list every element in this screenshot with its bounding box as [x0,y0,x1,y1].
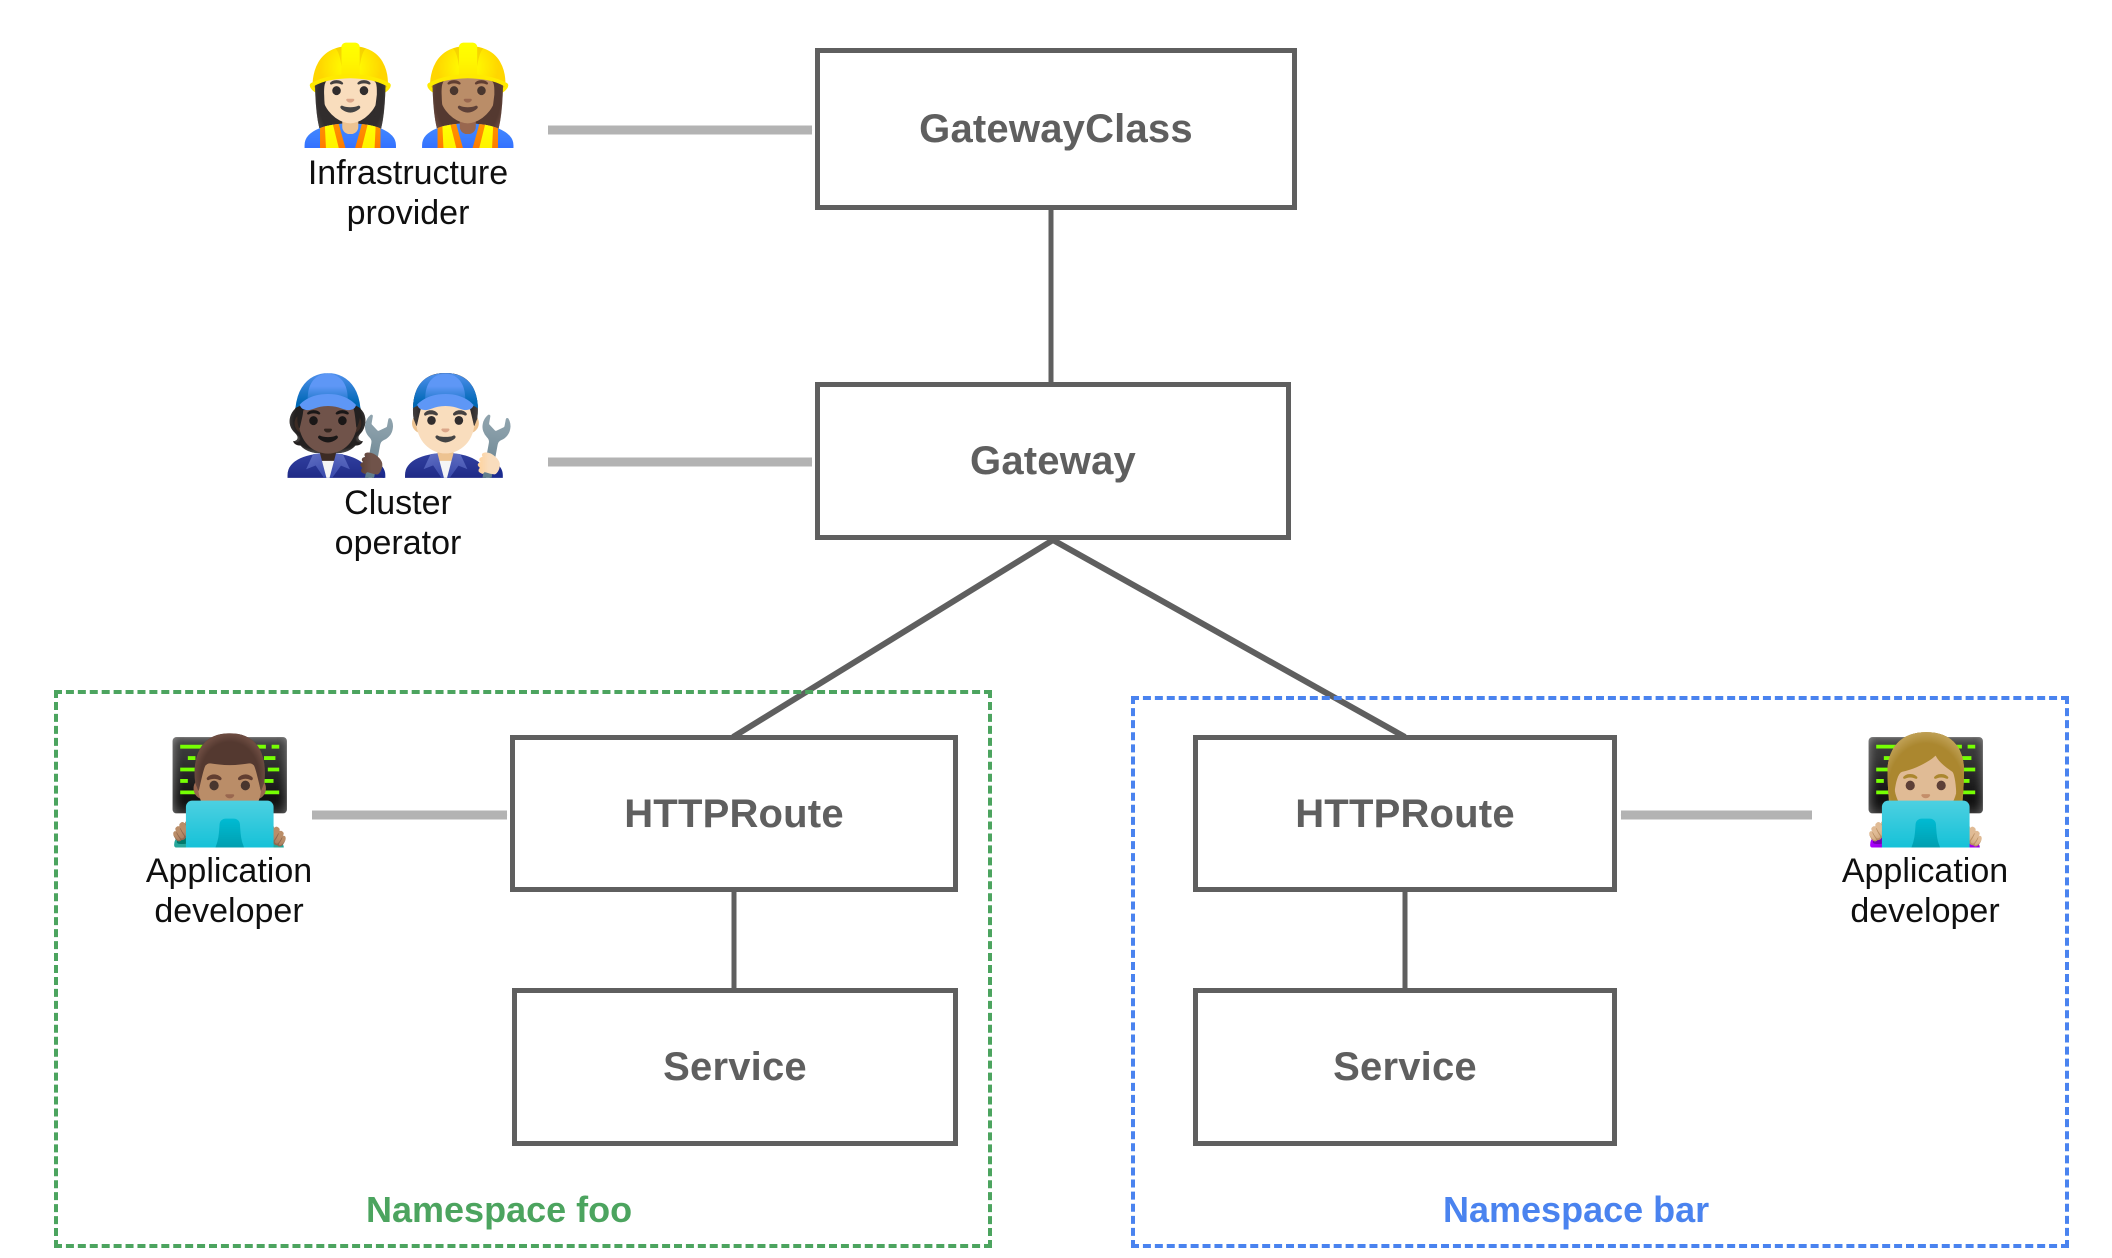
construction-worker-women-icon: 👷🏻‍♀️👷🏽‍♀️ [290,39,527,151]
node-httproute-bar[interactable]: HTTPRoute [1193,735,1617,892]
node-service-foo[interactable]: Service [512,988,958,1146]
node-service-foo-label: Service [663,1045,807,1089]
man-technologist-icon: 👨🏽‍💻 [165,729,294,851]
persona-application-developer-bar-label: Application developer [1841,852,2009,931]
node-service-bar[interactable]: Service [1193,988,1617,1146]
namespace-label-bar: Namespace bar [1443,1189,1710,1230]
mechanic-people-icon: 🧑🏿‍🔧👨🏻‍🔧 [280,369,517,481]
node-httproute-bar-label: HTTPRoute [1295,791,1515,836]
node-httproute-foo-label: HTTPRoute [624,791,844,836]
woman-technologist-icon: 👩🏼‍💻 [1861,729,1990,851]
node-gateway[interactable]: Gateway [815,382,1291,540]
persona-cluster-operator: 🧑🏿‍🔧👨🏻‍🔧 Cluster operator [258,369,538,563]
node-service-bar-label: Service [1333,1045,1477,1089]
persona-infrastructure-provider: 👷🏻‍♀️👷🏽‍♀️ Infrastructure provider [268,39,548,233]
namespace-frame-bar [1131,696,2069,1248]
node-gatewayclass[interactable]: GatewayClass [815,48,1297,210]
node-gateway-label: Gateway [970,439,1136,483]
persona-application-developer-bar: 👩🏼‍💻 Application developer [1800,735,2050,931]
node-gatewayclass-label: GatewayClass [919,107,1193,151]
namespace-label-foo: Namespace foo [366,1189,633,1230]
namespace-frame-foo [54,690,992,1248]
persona-cluster-operator-label: Cluster operator [334,483,462,562]
persona-application-developer-foo-label: Application developer [145,852,313,931]
node-httproute-foo[interactable]: HTTPRoute [510,735,958,892]
persona-application-developer-foo: 👨🏽‍💻 Application developer [104,735,354,931]
persona-infrastructure-provider-label: Infrastructure provider [307,153,509,232]
